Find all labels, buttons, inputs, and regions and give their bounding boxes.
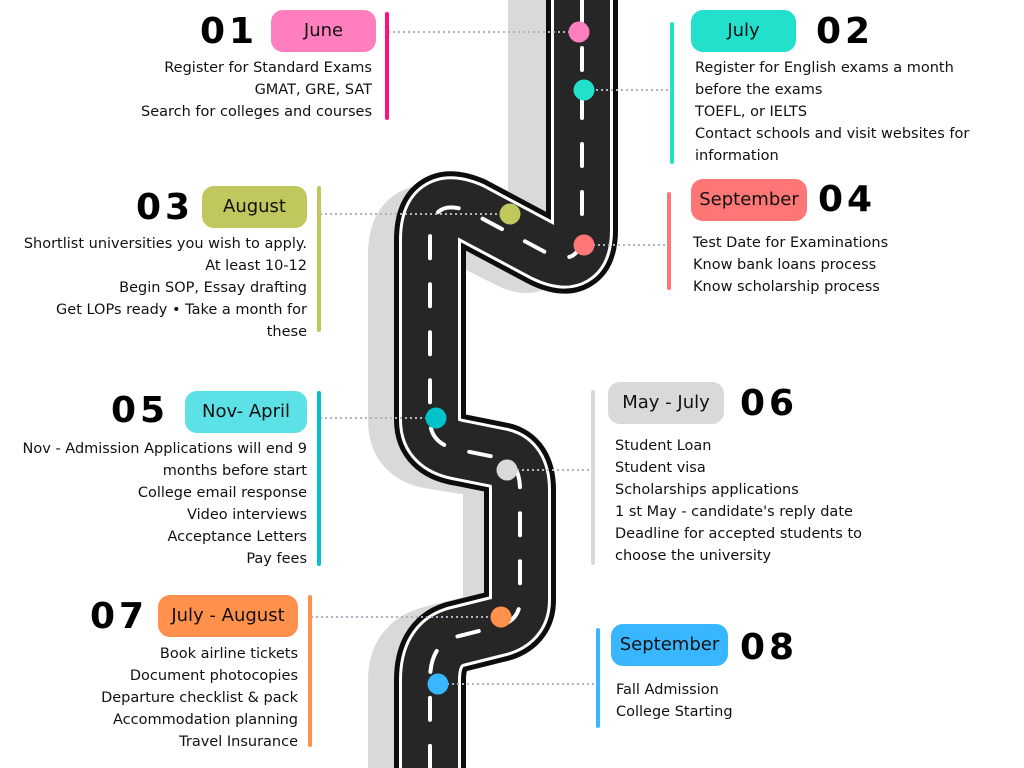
milestone-marker bbox=[490, 606, 512, 628]
description-line: Travel Insurance bbox=[179, 734, 298, 750]
milestone-marker bbox=[425, 407, 447, 429]
description-line: Nov - Admission Applications will end 9 bbox=[22, 441, 307, 457]
milestone-number: 08 bbox=[740, 627, 799, 668]
period-badge: July bbox=[691, 10, 796, 52]
accent-bar bbox=[308, 595, 312, 747]
milestone-number: 01 bbox=[200, 11, 259, 52]
period-badge: September bbox=[691, 179, 807, 221]
description-line: College Starting bbox=[616, 704, 733, 720]
milestone-marker bbox=[427, 673, 449, 695]
description-line: Contact schools and visit websites for bbox=[695, 126, 970, 142]
accent-bar bbox=[670, 22, 674, 164]
accent-bar bbox=[317, 391, 321, 566]
accent-bar bbox=[667, 192, 671, 290]
accent-bar bbox=[385, 12, 389, 120]
description-line: Test Date for Examinations bbox=[693, 235, 889, 251]
period-badge: August bbox=[202, 186, 307, 228]
description-line: choose the university bbox=[615, 548, 772, 564]
milestone-marker bbox=[499, 203, 521, 225]
milestone-description: Nov - Admission Applications will end 9 m… bbox=[23, 438, 307, 570]
milestone-number: 02 bbox=[816, 11, 875, 52]
description-line: Book airline tickets bbox=[159, 646, 298, 662]
milestone-marker bbox=[496, 459, 518, 481]
description-line: Document photocopies bbox=[129, 668, 298, 684]
period-badge: July - August bbox=[158, 595, 298, 637]
milestone-number: 06 bbox=[740, 383, 799, 424]
description-line: these bbox=[266, 324, 307, 340]
period-badge: June bbox=[271, 10, 376, 52]
description-line: before the exams bbox=[695, 82, 823, 98]
description-line: Register for Standard Exams bbox=[164, 60, 372, 76]
description-line: Get LOPs ready • Take a month for bbox=[56, 302, 307, 318]
description-line: Student visa bbox=[615, 460, 706, 476]
description-line: Fall Admission bbox=[616, 682, 719, 698]
milestone-number: 04 bbox=[818, 179, 877, 220]
description-line: information bbox=[695, 148, 779, 164]
description-line: Know bank loans process bbox=[693, 257, 877, 273]
milestone-description: Register for English exams a month before… bbox=[695, 57, 969, 167]
milestone-marker bbox=[568, 21, 590, 43]
milestone-number: 05 bbox=[111, 390, 170, 431]
description-line: 1 st May - candidate's reply date bbox=[615, 504, 853, 520]
description-line: Acceptance Letters bbox=[167, 529, 307, 545]
period-badge: Nov- April bbox=[185, 391, 307, 433]
description-line: Scholarships applications bbox=[615, 482, 799, 498]
description-line: Search for colleges and courses bbox=[141, 104, 372, 120]
description-line: At least 10-12 bbox=[205, 258, 307, 274]
description-line: Student Loan bbox=[615, 438, 712, 454]
description-line: months before start bbox=[162, 463, 307, 479]
milestone-marker bbox=[573, 234, 595, 256]
accent-bar bbox=[596, 628, 600, 728]
description-line: Register for English exams a month bbox=[695, 60, 954, 76]
description-line: College email response bbox=[137, 485, 307, 501]
description-line: GMAT, GRE, SAT bbox=[254, 82, 372, 98]
description-line: Deadline for accepted students to bbox=[615, 526, 863, 542]
accent-bar bbox=[317, 186, 321, 332]
period-badge: September bbox=[611, 624, 728, 666]
description-line: TOEFL, or IELTS bbox=[695, 104, 808, 120]
milestone-marker bbox=[573, 79, 595, 101]
description-line: Pay fees bbox=[246, 551, 307, 567]
description-line: Video interviews bbox=[187, 507, 307, 523]
description-line: Know scholarship process bbox=[693, 279, 880, 295]
milestone-number: 07 bbox=[90, 596, 149, 637]
description-line: Accommodation planning bbox=[113, 712, 298, 728]
description-line: Departure checklist & pack bbox=[101, 690, 298, 706]
milestone-description: Shortlist universities you wish to apply… bbox=[24, 233, 307, 343]
description-line: Begin SOP, Essay drafting bbox=[119, 280, 307, 296]
accent-bar bbox=[591, 390, 595, 565]
description-line: Shortlist universities you wish to apply… bbox=[23, 236, 307, 252]
milestone-number: 03 bbox=[136, 187, 195, 228]
period-badge: May - July bbox=[608, 382, 724, 424]
